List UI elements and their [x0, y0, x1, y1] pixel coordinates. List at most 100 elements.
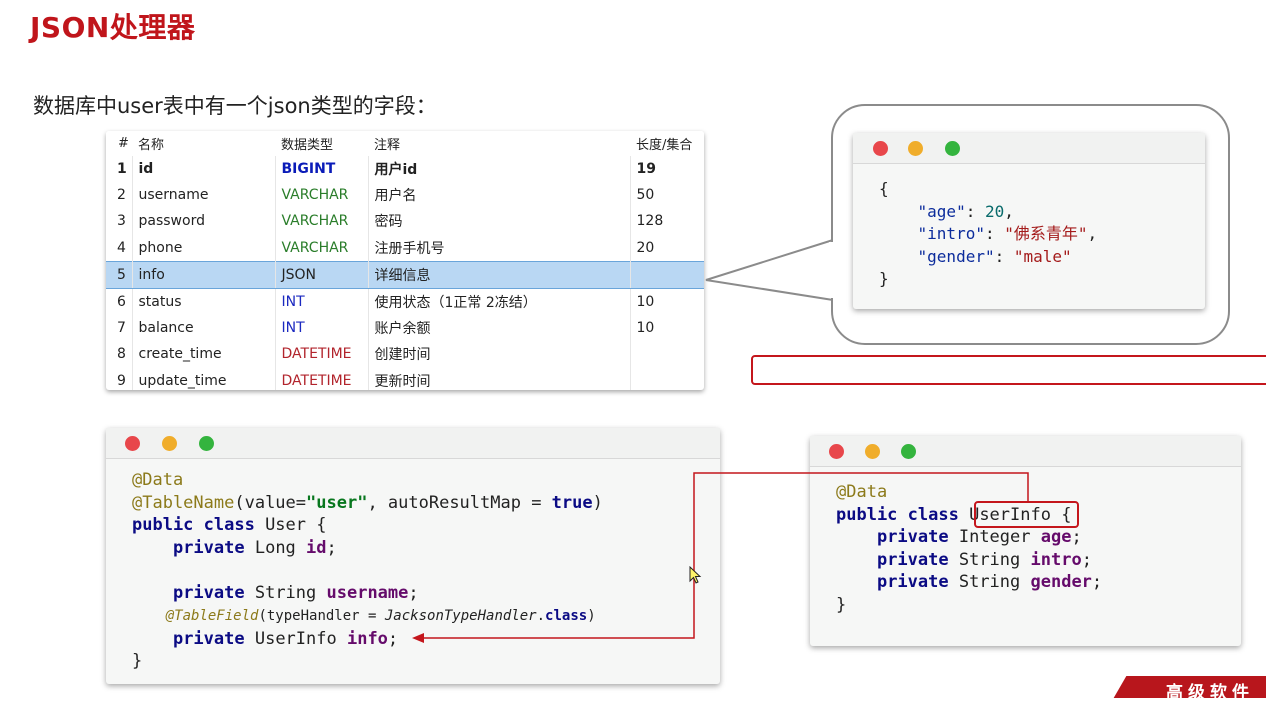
red-outline-box: [751, 355, 1266, 385]
table-row[interactable]: 4 phone VARCHAR 注册手机号 20: [106, 234, 704, 262]
json-value: "佛系青年": [1004, 224, 1088, 243]
code-text: UserInfo: [244, 628, 347, 649]
keyword: public class: [836, 504, 959, 525]
table-row[interactable]: 3 password VARCHAR 密码 128: [106, 208, 704, 235]
cell-index: 7: [106, 315, 133, 342]
cell-name: update_time: [132, 367, 276, 390]
maximize-dot-icon[interactable]: [199, 436, 214, 451]
code-text: }: [132, 651, 143, 671]
close-dot-icon[interactable]: [873, 141, 888, 156]
table-row[interactable]: 1 id BIGINT 用户id 19: [106, 156, 704, 183]
cell-comment: 注册手机号: [368, 234, 631, 262]
col-header-index[interactable]: #: [106, 131, 132, 156]
cell-length: 19: [636, 161, 656, 178]
keyword: private: [172, 537, 245, 558]
cell-index: 3: [106, 208, 133, 235]
cell-comment: 使用状态（1正常 2冻结）: [368, 288, 631, 316]
window-titlebar: [810, 436, 1241, 467]
code-text: String: [948, 572, 1031, 592]
cell-length: 128: [636, 213, 664, 230]
col-header-name[interactable]: 名称: [132, 131, 275, 156]
code-text: ;: [1091, 572, 1103, 592]
code-text: , autoResultMap =: [367, 492, 552, 513]
string-literal: "user": [306, 492, 368, 513]
keyword: private: [172, 628, 245, 649]
cell-type: VARCHAR: [275, 182, 369, 209]
cell-comment: 账户余额: [368, 315, 631, 342]
table-row[interactable]: 2 username VARCHAR 用户名 50: [106, 182, 704, 209]
col-header-type[interactable]: 数据类型: [275, 131, 368, 156]
table-row-selected[interactable]: 5 info JSON 详细信息: [106, 260, 704, 289]
window-titlebar: [853, 133, 1205, 164]
table-row[interactable]: 8 create_time DATETIME 创建时间: [106, 341, 704, 368]
keyword: private: [876, 527, 949, 547]
json-key: "gender": [917, 246, 995, 266]
field-name: age: [1040, 527, 1072, 547]
field-name: intro: [1030, 549, 1082, 570]
minimize-dot-icon[interactable]: [865, 444, 880, 459]
cell-length: 10: [636, 294, 655, 311]
user-class-code: @Data @TableName(value="user", autoResul…: [132, 469, 603, 673]
maximize-dot-icon[interactable]: [901, 444, 916, 459]
json-value: 20: [984, 201, 1005, 221]
keyword: private: [172, 582, 245, 603]
code-text: Integer: [948, 527, 1041, 547]
field-name: gender: [1030, 572, 1092, 592]
field-name: username: [326, 582, 409, 603]
cell-type: INT: [275, 315, 369, 342]
cell-length: 10: [636, 320, 655, 337]
cell-name: id: [132, 156, 276, 183]
cell-name: balance: [132, 315, 276, 342]
close-dot-icon[interactable]: [829, 444, 844, 459]
table-row[interactable]: 7 balance INT 账户余额 10: [106, 315, 704, 342]
cell-comment: 详细信息: [368, 260, 631, 289]
cell-index: 2: [106, 182, 133, 209]
close-dot-icon[interactable]: [125, 436, 140, 451]
col-header-length[interactable]: 长度/集合: [630, 131, 704, 156]
cell-type: DATETIME: [275, 367, 369, 390]
cell-type: BIGINT: [275, 156, 369, 183]
code-text: ;: [1071, 527, 1082, 547]
minimize-dot-icon[interactable]: [908, 141, 923, 156]
user-class-window: @Data @TableName(value="user", autoResul…: [106, 428, 720, 684]
keyword: private: [876, 549, 949, 570]
code-text: .: [536, 608, 546, 624]
class-name-userinfo: UserInfo: [969, 504, 1051, 525]
annotation: @Data: [836, 482, 888, 502]
json-code-window: { "age": 20, "intro": "佛系青年", "gender": …: [853, 133, 1205, 309]
minimize-dot-icon[interactable]: [162, 436, 177, 451]
cell-name: phone: [132, 234, 276, 262]
cell-length: [630, 260, 704, 289]
table-row[interactable]: 9 update_time DATETIME 更新时间: [106, 367, 704, 390]
maximize-dot-icon[interactable]: [945, 141, 960, 156]
table-row[interactable]: 6 status INT 使用状态（1正常 2冻结） 10: [106, 288, 704, 316]
field-name: info: [346, 628, 388, 649]
cell-index: 4: [106, 234, 133, 262]
annotation: @TableField: [165, 608, 259, 624]
code-text: User {: [254, 515, 327, 535]
brand-logo-text: 高级软件: [1166, 683, 1254, 703]
cell-type: VARCHAR: [275, 234, 369, 262]
cell-name: password: [132, 208, 276, 235]
userinfo-class-window: @Data public class UserInfo { private In…: [810, 436, 1241, 646]
cell-comment: 用户id: [368, 156, 631, 183]
keyword: public class: [132, 515, 255, 535]
cell-index: 6: [106, 288, 133, 316]
code-text: String: [244, 582, 327, 603]
col-header-comment[interactable]: 注释: [368, 131, 630, 156]
db-columns-table: # 名称 数据类型 注释 长度/集合 1 id BIGINT 用户id 19 2…: [106, 131, 704, 390]
keyword: true: [551, 492, 593, 513]
code-text: ;: [408, 582, 419, 603]
code-text: JacksonTypeHandler: [384, 608, 537, 624]
code-text: ;: [387, 628, 399, 649]
keyword: class: [545, 608, 588, 624]
cell-type: DATETIME: [275, 341, 369, 368]
field-name: id: [306, 537, 327, 558]
userinfo-class-code: @Data public class UserInfo { private In…: [836, 481, 1102, 616]
code-text: Long: [244, 537, 307, 558]
code-text: (value=: [234, 492, 307, 513]
code-line: {: [879, 179, 889, 198]
cell-index: 5: [106, 260, 133, 289]
